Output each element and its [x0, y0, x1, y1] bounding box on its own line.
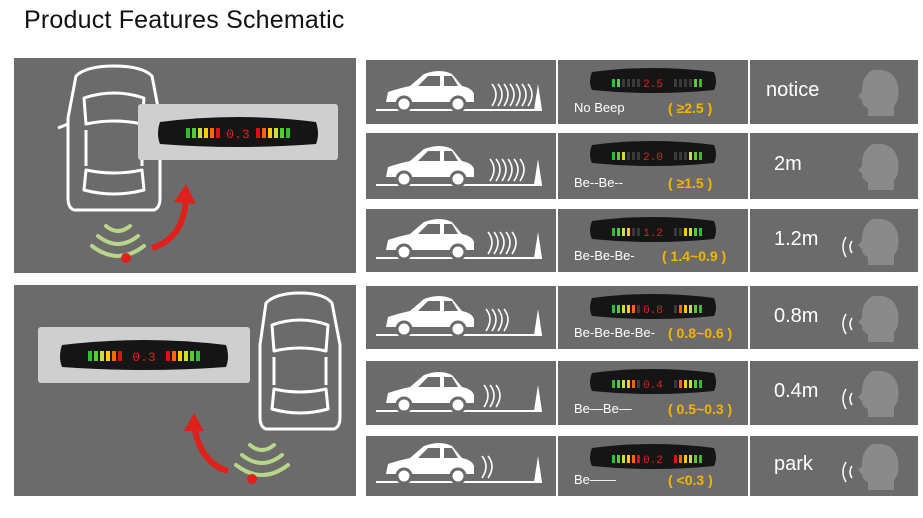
distance-label: 1.2m	[774, 227, 819, 250]
lcd-readout: 2.5	[643, 79, 663, 91]
lcd-display: 0.2	[590, 444, 716, 469]
lcd-readout: 2.0	[643, 152, 663, 164]
schematic-panel-bottom: 0.3	[14, 285, 356, 496]
schematic-panel-top: 0.3	[14, 58, 356, 273]
lcd-readout: 0.3	[132, 350, 155, 365]
distance-range-label: ( ≥2.5 )	[668, 100, 713, 116]
row-car-cell	[366, 436, 556, 496]
page-title: Product Features Schematic	[24, 6, 345, 34]
distance-range-label: ( ≥1.5 )	[668, 175, 713, 191]
distance-label: 2m	[774, 153, 802, 175]
distance-label: 0.4m	[774, 380, 819, 402]
row-display-cell: 0.2 Be—— ( <0.3 )	[558, 436, 748, 496]
row-distance-cell: 0.4m	[750, 361, 918, 425]
row-display-cell: 1.2 Be-Be-Be- ( 1.4~0.9 )	[558, 209, 748, 272]
beep-pattern-label: Be——	[574, 472, 616, 487]
row-distance-cell: 1.2m	[750, 209, 918, 272]
beep-pattern-label: Be—Be—	[574, 401, 632, 416]
lcd-readout: 1.2	[643, 228, 663, 240]
side-car-illustration	[376, 372, 542, 414]
distance-range-label: ( <0.3 )	[668, 472, 713, 488]
listener-head-icon	[842, 295, 899, 342]
distance-range-label: ( 1.4~0.9 )	[662, 248, 727, 264]
row-car-cell	[366, 286, 556, 349]
row-car-cell	[366, 60, 556, 124]
listener-head-icon	[842, 443, 899, 490]
listener-head-icon	[858, 143, 899, 190]
display-card: 0.3	[38, 327, 250, 383]
side-car-illustration	[376, 146, 542, 188]
lcd-readout: 0.2	[643, 455, 663, 467]
display-card: 0.3	[138, 104, 338, 160]
row-distance-cell: park	[750, 436, 918, 496]
row-car-cell	[366, 361, 556, 425]
row-distance-cell: 2m	[750, 133, 918, 199]
beep-pattern-label: Be-Be-Be-Be-	[574, 325, 655, 340]
row-car-cell	[366, 209, 556, 272]
distance-label: 0.8m	[774, 304, 819, 327]
distance-range-label: ( 0.5~0.3 )	[668, 401, 733, 417]
lcd-display: 0.3	[60, 340, 228, 370]
row-distance-cell: notice	[750, 60, 918, 124]
beep-pattern-label: Be-Be-Be-	[574, 248, 635, 263]
lcd-display: 0.8	[590, 294, 716, 319]
beep-pattern-label: Be--Be--	[574, 175, 624, 190]
listener-head-icon	[842, 218, 899, 265]
lcd-readout: 0.3	[226, 127, 249, 142]
lcd-display: 1.2	[590, 217, 716, 242]
row-display-cell: 0.8 Be-Be-Be-Be- ( 0.8~0.6 )	[558, 286, 748, 349]
row-car-cell	[366, 133, 556, 199]
lcd-readout: 0.8	[643, 305, 663, 317]
lcd-readout: 0.4	[643, 380, 663, 392]
distance-range-label: ( 0.8~0.6 )	[668, 325, 733, 341]
row-display-cell: 0.4 Be—Be— ( 0.5~0.3 )	[558, 361, 748, 425]
car-topview-illustration	[184, 291, 342, 484]
listener-head-icon	[858, 69, 899, 116]
row-distance-cell: 0.8m	[750, 286, 918, 349]
lcd-display: 2.0	[590, 141, 716, 166]
row-display-cell: 2.0 Be--Be-- ( ≥1.5 )	[558, 133, 748, 199]
side-car-illustration	[376, 443, 542, 485]
lcd-display: 0.3	[158, 117, 318, 147]
distance-label: park	[774, 453, 813, 475]
lcd-display: 0.4	[590, 369, 716, 394]
row-display-cell: 2.5 No Beep ( ≥2.5 )	[558, 60, 748, 124]
lcd-display: 2.5	[590, 68, 716, 93]
distance-label: notice	[766, 79, 820, 101]
side-car-illustration	[376, 296, 542, 338]
beep-pattern-label: No Beep	[574, 100, 625, 115]
listener-head-icon	[842, 370, 899, 417]
side-car-illustration	[376, 71, 542, 113]
car-topview-illustration	[57, 64, 196, 263]
side-car-illustration	[376, 219, 542, 261]
